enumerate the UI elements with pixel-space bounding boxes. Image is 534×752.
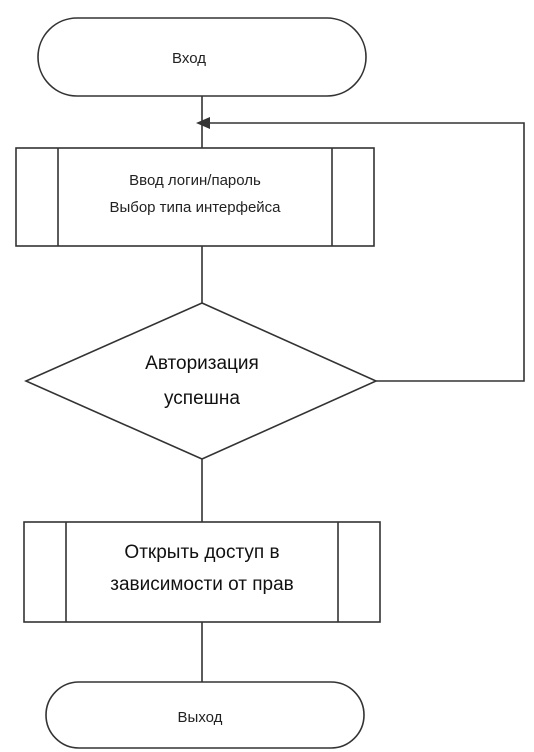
input-process-node: Ввод логин/пароль Выбор типа интерфейса — [15, 147, 375, 247]
start-node: Вход — [37, 17, 367, 97]
decision-label-line1: Авторизация — [145, 353, 259, 374]
access-process-label-line1: Открыть доступ в — [124, 542, 279, 563]
access-process-label-line2: зависимости от прав — [110, 574, 293, 595]
start-label: Вход — [172, 50, 206, 67]
input-process-shape — [15, 147, 375, 247]
connector-loop-back — [206, 122, 525, 382]
end-label: Выход — [178, 709, 223, 726]
loop-arrowhead — [196, 117, 210, 129]
end-terminator-shape — [45, 681, 365, 749]
access-process-shape — [23, 521, 381, 623]
end-node: Выход — [45, 681, 365, 749]
access-process-node: Открыть доступ в зависимости от прав — [23, 521, 381, 623]
decision-node: Авторизация успешна — [24, 302, 378, 460]
decision-diamond-shape — [24, 302, 378, 460]
input-process-label-line2: Выбор типа интерфейса — [109, 199, 281, 216]
decision-label-line2: успешна — [164, 388, 240, 409]
input-process-label-line1: Ввод логин/пароль — [129, 172, 261, 189]
